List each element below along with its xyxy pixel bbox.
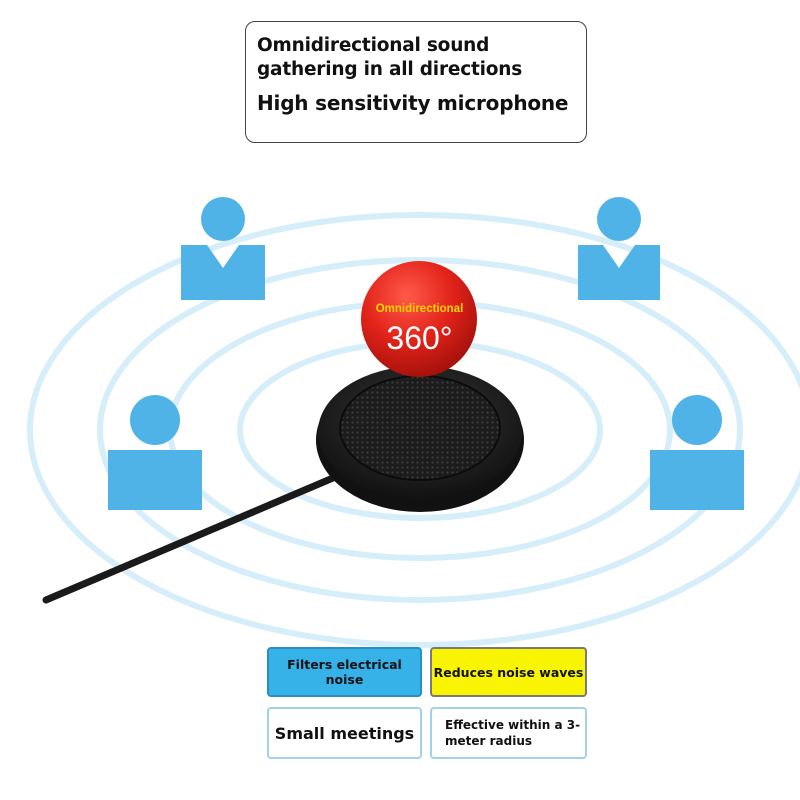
feature-filters-noise: Filters electrical noise (267, 647, 422, 697)
person-icon (650, 395, 744, 510)
feature-effective-radius: Effective within a 3-meter radius (430, 707, 587, 759)
person-icon (181, 197, 265, 300)
headline-line-1: Omnidirectional sound (257, 35, 490, 56)
person-icon (578, 197, 660, 300)
feature-small-meetings: Small meetings (267, 707, 422, 759)
headline-box: Omnidirectional sound gathering in all d… (245, 21, 587, 143)
omnidirectional-badge (361, 261, 477, 377)
microphone-device (42, 366, 524, 604)
badge-label: Omnidirectional (375, 303, 464, 315)
headline-line-3: High sensitivity microphone (257, 91, 569, 115)
person-icon (108, 395, 202, 510)
badge-value: 360° (386, 320, 453, 356)
headline-line-2: gathering in all directions (257, 59, 523, 80)
feature-reduces-noise: Reduces noise waves (430, 647, 587, 697)
